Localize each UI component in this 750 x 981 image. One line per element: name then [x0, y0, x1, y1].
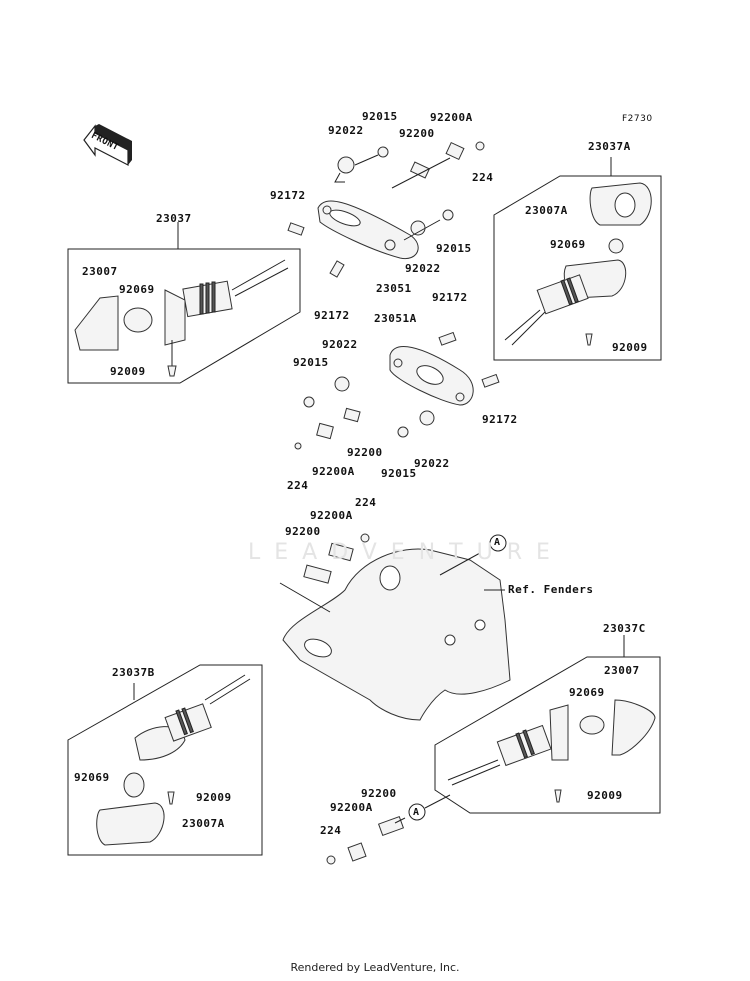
- part-label[interactable]: 92200A: [310, 509, 353, 522]
- ref-fenders-label[interactable]: Ref. Fenders: [508, 583, 594, 596]
- footer-credit: Rendered by LeadVenture, Inc.: [290, 961, 460, 974]
- part-label[interactable]: 224: [355, 496, 377, 509]
- part-label[interactable]: 92022: [328, 124, 364, 137]
- part-label[interactable]: 92200A: [312, 465, 355, 478]
- part-label[interactable]: 92009: [196, 791, 232, 804]
- part-label[interactable]: 92200: [347, 446, 383, 459]
- part-label[interactable]: 92015: [362, 110, 398, 123]
- part-label[interactable]: 92200A: [330, 801, 373, 814]
- part-label[interactable]: 92069: [550, 238, 586, 251]
- assembly-box-23037A: [493, 157, 662, 361]
- part-label[interactable]: 23037A: [588, 140, 631, 153]
- part-label[interactable]: 23037: [156, 212, 192, 225]
- front-arrow-icon: [83, 124, 132, 166]
- part-label[interactable]: 92015: [436, 242, 472, 255]
- part-label[interactable]: 92015: [381, 467, 417, 480]
- part-label[interactable]: 92022: [414, 457, 450, 470]
- assembly-box-23037B: [67, 664, 263, 856]
- part-label[interactable]: 92172: [270, 189, 306, 202]
- part-label[interactable]: 224: [472, 171, 494, 184]
- part-label[interactable]: 92200: [399, 127, 435, 140]
- bracket-23051A: [294, 331, 500, 450]
- part-label[interactable]: 23037B: [112, 666, 155, 679]
- part-label[interactable]: 92022: [405, 262, 441, 275]
- part-label[interactable]: 92009: [612, 341, 648, 354]
- assembly-box-23037C: [434, 635, 661, 814]
- part-label[interactable]: 92172: [432, 291, 468, 304]
- part-label[interactable]: 92069: [569, 686, 605, 699]
- part-label[interactable]: 92009: [110, 365, 146, 378]
- bottom-hardware: [326, 794, 451, 865]
- part-label[interactable]: 23037C: [603, 622, 646, 635]
- bracket-23051: [287, 141, 485, 278]
- assembly-box-23037: [67, 222, 301, 384]
- rear-fender: [279, 533, 511, 721]
- part-label[interactable]: 92200A: [430, 111, 473, 124]
- part-label[interactable]: 23051A: [374, 312, 417, 325]
- callout-a-top[interactable]: A: [494, 537, 501, 548]
- callout-a-bottom[interactable]: A: [413, 807, 420, 818]
- part-label[interactable]: 92172: [482, 413, 518, 426]
- watermark: LEADVENTURE: [248, 540, 564, 565]
- part-label[interactable]: 92200: [285, 525, 321, 538]
- part-label[interactable]: 92172: [314, 309, 350, 322]
- part-label[interactable]: 23007A: [182, 817, 225, 830]
- part-label[interactable]: 92200: [361, 787, 397, 800]
- part-label[interactable]: 224: [287, 479, 309, 492]
- part-label[interactable]: 23051: [376, 282, 412, 295]
- part-label[interactable]: 92015: [293, 356, 329, 369]
- part-label[interactable]: 23007: [82, 265, 118, 278]
- part-label[interactable]: 92009: [587, 789, 623, 802]
- part-label[interactable]: 23007: [604, 664, 640, 677]
- part-label[interactable]: 224: [320, 824, 342, 837]
- part-label[interactable]: 92069: [119, 283, 155, 296]
- diagram-code: F2730: [622, 114, 653, 124]
- part-label[interactable]: 23007A: [525, 204, 568, 217]
- part-label[interactable]: 92022: [322, 338, 358, 351]
- part-label[interactable]: 92069: [74, 771, 110, 784]
